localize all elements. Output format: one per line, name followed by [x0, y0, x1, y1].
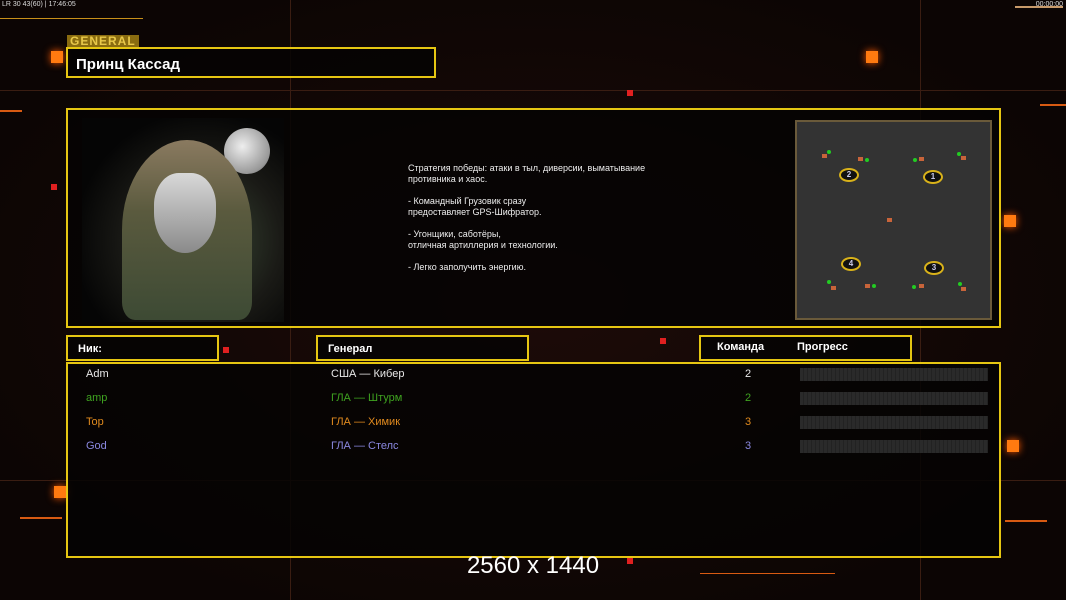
decor-line: [1005, 520, 1047, 522]
supply-icon: [957, 152, 961, 156]
player-progress-bar: [800, 416, 988, 429]
player-nick: God: [86, 440, 107, 452]
decor-line: [700, 573, 835, 574]
decor-line: [0, 110, 22, 112]
player-team[interactable]: 3: [745, 440, 752, 452]
player-general[interactable]: ГЛА — Стелс: [331, 440, 399, 452]
decor-line: [0, 18, 143, 19]
player-row[interactable]: Top ГЛА — Химик 3: [68, 412, 999, 436]
general-description: Стратегия победы: атаки в тыл, диверсии,…: [408, 163, 646, 272]
player-row[interactable]: God ГЛА — Стелс 3: [68, 436, 999, 460]
player-team[interactable]: 2: [745, 368, 752, 380]
decor-square: [223, 347, 229, 353]
supply-icon: [887, 218, 892, 222]
player-progress-bar: [800, 368, 988, 381]
decor-square: [1004, 215, 1016, 227]
supply-icon: [958, 282, 962, 286]
player-progress-bar: [800, 392, 988, 405]
decor-line: [1015, 6, 1063, 8]
player-nick: Adm: [86, 368, 109, 380]
supply-icon: [919, 157, 924, 161]
supply-icon: [822, 154, 827, 158]
decor-square: [660, 338, 666, 344]
general-name: Принц Кассад: [66, 47, 436, 78]
supply-icon: [912, 285, 916, 289]
decor-line: [20, 517, 62, 519]
general-info-panel: Стратегия победы: атаки в тыл, диверсии,…: [66, 108, 1001, 328]
decor-line: [1040, 104, 1066, 106]
player-row[interactable]: Adm США — Кибер 2: [68, 364, 999, 388]
decor-square: [627, 558, 633, 564]
player-team[interactable]: 3: [745, 416, 752, 428]
supply-icon: [827, 150, 831, 154]
header-general[interactable]: Генерал: [316, 335, 529, 361]
start-spot-3[interactable]: 3: [924, 261, 944, 275]
supply-icon: [865, 158, 869, 162]
supply-icon: [827, 280, 831, 284]
resolution-label: 2560 x 1440: [466, 552, 600, 579]
supply-icon: [858, 157, 863, 161]
general-portrait: [82, 118, 284, 322]
supply-icon: [913, 158, 917, 162]
decor-square: [54, 486, 66, 498]
header-nick[interactable]: Ник:: [66, 335, 219, 361]
start-spot-1[interactable]: 1: [923, 170, 943, 184]
general-tag: GENERAL: [67, 35, 139, 48]
decor-square: [627, 90, 633, 96]
hud-stats: LR 30 43(60) | 17:46:05: [2, 1, 76, 8]
player-team[interactable]: 2: [745, 392, 752, 404]
map-preview[interactable]: 2 1 4 3: [795, 120, 992, 320]
supply-icon: [831, 286, 836, 290]
header-team-progress[interactable]: Команда Прогресс: [699, 335, 912, 361]
supply-icon: [865, 284, 870, 288]
supply-icon: [961, 156, 966, 160]
start-spot-4[interactable]: 4: [841, 257, 861, 271]
player-progress-bar: [800, 440, 988, 453]
decor-square: [51, 184, 57, 190]
player-general[interactable]: США — Кибер: [331, 368, 405, 380]
decor-square: [1007, 440, 1019, 452]
header-team: Команда: [717, 341, 765, 353]
supply-icon: [919, 284, 924, 288]
player-nick: Top: [86, 416, 104, 428]
supply-icon: [961, 287, 966, 291]
start-spot-2[interactable]: 2: [839, 168, 859, 182]
decor-square: [866, 51, 878, 63]
player-row[interactable]: amp ГЛА — Штурм 2: [68, 388, 999, 412]
grid-line: [0, 90, 1066, 91]
mask-image: [154, 173, 216, 253]
decor-square: [51, 51, 63, 63]
supply-icon: [872, 284, 876, 288]
player-nick: amp: [86, 392, 108, 404]
player-general[interactable]: ГЛА — Химик: [331, 416, 401, 428]
hud-timer: 00:00:00: [1035, 1, 1063, 8]
player-list: Adm США — Кибер 2 amp ГЛА — Штурм 2 Top …: [66, 362, 1001, 558]
player-general[interactable]: ГЛА — Штурм: [331, 392, 403, 404]
header-progress: Прогресс: [797, 341, 848, 353]
